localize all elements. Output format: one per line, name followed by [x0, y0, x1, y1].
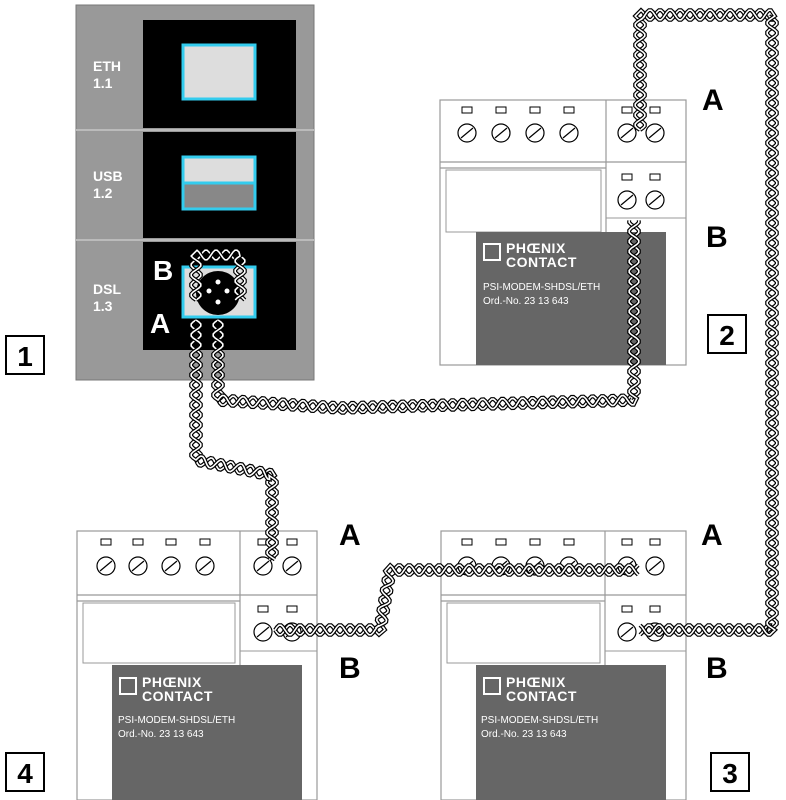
modem-4-label-plate	[112, 665, 302, 800]
usb-socket	[181, 155, 257, 185]
cable-dsl-loop	[188, 247, 247, 302]
modem-4-terminal-a: A	[339, 519, 361, 552]
modem-3-label-plate	[476, 665, 666, 800]
modem-2-terminal-a: A	[702, 84, 724, 117]
modem-4-order-no: Ord.-No. 23 13 643	[118, 729, 204, 740]
modem-3-terminal-a: A	[701, 519, 723, 552]
phoenix-logo-icon	[483, 677, 501, 695]
cable-modem-4-b-to-modem-3-a	[273, 562, 640, 638]
modem-4-model: PSI-MODEM-SHDSL/ETH	[118, 715, 236, 726]
dsl-connector	[196, 271, 240, 315]
dsl-pin-b-label: B	[153, 255, 174, 286]
modem-3-terminal-b: B	[706, 652, 728, 685]
dsl-pin-a-label: A	[150, 308, 171, 339]
modem-2-terminal-b: B	[706, 221, 728, 254]
phoenix-logo-icon	[119, 677, 137, 695]
modem-3-model: PSI-MODEM-SHDSL/ETH	[481, 715, 599, 726]
modem-2-order-no: Ord.-No. 23 13 643	[483, 296, 569, 307]
device-label-2: 2	[707, 314, 747, 354]
modem-4	[76, 530, 318, 800]
cable-dsl-to-modem-4-a	[189, 318, 279, 562]
modem-3-order-no: Ord.-No. 23 13 643	[481, 729, 567, 740]
phoenix-logo-icon	[483, 243, 501, 261]
modem-4-terminal-b: B	[339, 652, 361, 685]
device-label-1: 1	[5, 335, 45, 375]
twisted-pair-cables	[188, 7, 779, 638]
cable-modem-2-a-to-modem-3-b	[632, 7, 779, 637]
eth-socket	[181, 43, 257, 101]
cable-dsl-to-modem-2-b	[211, 220, 641, 415]
modem-2	[439, 99, 687, 366]
device-label-4: 4	[5, 752, 45, 792]
modem-2-model: PSI-MODEM-SHDSL/ETH	[483, 282, 601, 293]
device-label-3: 3	[710, 752, 750, 792]
modem-3	[440, 530, 687, 800]
controller-panel	[75, 4, 315, 381]
